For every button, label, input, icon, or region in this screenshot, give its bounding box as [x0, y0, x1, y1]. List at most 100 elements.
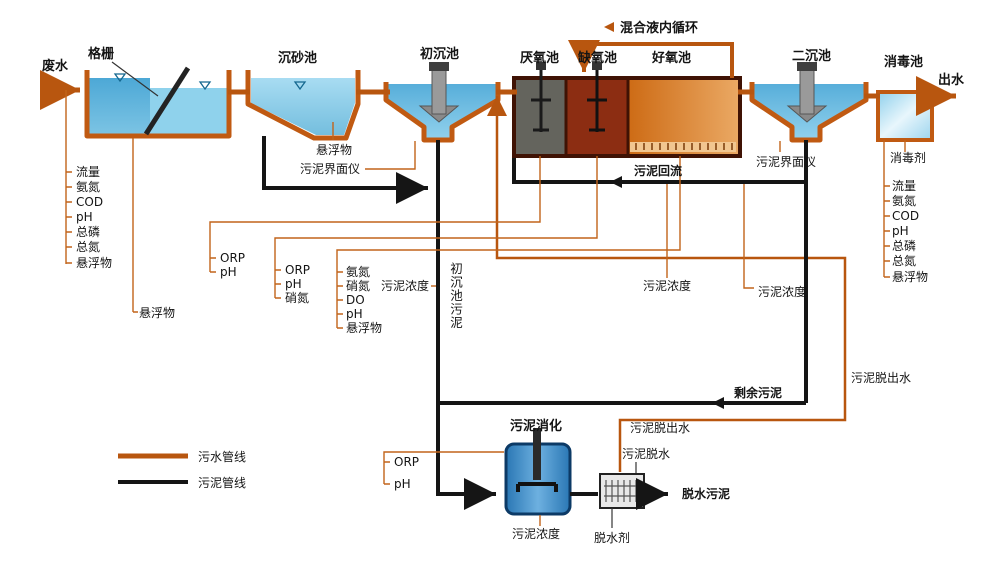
influent-label: 废水 [42, 58, 69, 74]
dewatering-unit [599, 473, 645, 509]
clarifier-shaft [799, 69, 815, 115]
grit-chamber [245, 70, 361, 141]
influent-sensor-flow: 流量 [76, 165, 100, 179]
water-level-mark [293, 81, 307, 91]
conc-return-label: 污泥浓度 [643, 278, 691, 293]
disinfection-label: 消毒池 [884, 54, 923, 70]
sludge-return-line [512, 158, 806, 184]
sludge-dewatering-label: 污泥脱水 [622, 446, 670, 461]
digester-label: 污泥消化 [510, 418, 562, 434]
legend: 污水管线 污泥管线 [118, 449, 246, 490]
aerobic-do: DO [346, 293, 365, 307]
sludge-return-arrow [610, 176, 622, 188]
influent-sensor-tp: 总磷 [76, 224, 100, 239]
instrument-lines [65, 90, 906, 526]
internal-recycle-pipe [568, 40, 734, 78]
anoxic-orp: ORP [285, 263, 310, 277]
aerobic-ss: 悬浮物 [346, 321, 382, 335]
clarifier-drive [797, 62, 817, 71]
excess-sludge-label: 剩余污泥 [734, 385, 782, 400]
filtrate-return-pipe [487, 96, 847, 472]
primary-sludge-line [436, 140, 496, 510]
primary-clarifier-label: 初沉池 [420, 46, 459, 62]
digester-tank [504, 428, 572, 516]
primary-interface-line [365, 141, 416, 170]
anoxic-label: 缺氧池 [577, 50, 617, 66]
influent-sensor-bracket [65, 90, 72, 264]
primary-interface-label: 污泥界面仪 [300, 162, 360, 176]
influent-sensor-tn: 总氮 [76, 239, 100, 254]
sludge-pipes [262, 136, 808, 510]
dewatering-agent-label: 脱水剂 [594, 530, 630, 545]
legend-sludge-label: 污泥管线 [198, 475, 246, 490]
aerobic-nh3: 氨氮 [346, 264, 370, 279]
effluent-sensor-bracket [883, 140, 890, 278]
screen-tank [84, 61, 232, 139]
water-level-mark [113, 73, 127, 83]
digester-impeller [516, 482, 558, 492]
conc-secondary-line [743, 184, 754, 289]
influent-sensor-nh3: 氨氮 [76, 179, 100, 194]
grit-chamber-label: 沉砂池 [278, 50, 317, 66]
screen-pointer-line [111, 61, 159, 97]
screen-tank-ss-label: 悬浮物 [139, 306, 175, 320]
legend-sewage-label: 污水管线 [198, 449, 246, 464]
digester-ph: pH [394, 477, 411, 491]
screen-label: 格栅 [88, 46, 114, 62]
clarifier-shaft [431, 69, 447, 115]
digester-shaft [533, 428, 541, 480]
aeration-diffusers [635, 143, 733, 150]
bar-screen [143, 66, 191, 136]
sewage-pipes [40, 40, 956, 472]
excess-sludge-arrow [712, 397, 724, 409]
secondary-clarifier [749, 62, 869, 143]
aerobic-label: 好氧池 [651, 50, 691, 66]
influent-sensor-cod: COD [76, 195, 103, 209]
anoxic-no3: 硝氮 [285, 290, 309, 305]
anaerobic-orp: ORP [220, 251, 245, 265]
thin-black-connectors [611, 462, 637, 528]
digester-orp: ORP [394, 455, 419, 469]
influent-sensor-ss: 悬浮物 [76, 256, 112, 270]
disinfectant-label: 消毒剂 [890, 150, 926, 165]
effluent-sensor-tn: 总氮 [892, 253, 916, 268]
internal-recycle-label: 混合液内循环 [620, 20, 698, 36]
recycle-label-arrow [604, 22, 614, 32]
effluent-label: 出水 [938, 72, 965, 88]
filtrate-mid-label: 污泥脱出水 [630, 420, 690, 435]
effluent-sensor-nh3: 氨氮 [892, 193, 916, 208]
anoxic-ph: pH [285, 277, 302, 291]
effluent-sensor-cod: COD [892, 209, 919, 223]
disinfection-tank [876, 90, 934, 142]
influent-sensor-ph: pH [76, 210, 93, 224]
anaerobic-label: 厌氧池 [520, 50, 559, 66]
clarifier-drive [429, 62, 449, 71]
filtrate-right-label: 污泥脱出水 [851, 370, 911, 385]
dewatered-sludge-label: 脱水污泥 [682, 486, 730, 501]
sludge-return-label: 污泥回流 [634, 163, 682, 178]
conc-primary-label: 污泥浓度 [381, 278, 429, 293]
secondary-interface-label: 污泥界面仪 [756, 155, 816, 169]
conc-digester-label: 污泥浓度 [512, 526, 560, 541]
conc-secondary-label: 污泥浓度 [758, 284, 806, 299]
digester-sensor-bracket [383, 451, 504, 485]
anaerobic-mixer [531, 68, 551, 132]
water-level-mark [198, 81, 212, 91]
primary-sludge-vertical-label: 初沉池污泥 [448, 262, 463, 330]
primary-clarifier [383, 62, 501, 143]
effluent-sensor-tp: 总磷 [892, 238, 916, 253]
anoxic-mixer [587, 68, 607, 132]
aerobic-ph: pH [346, 307, 363, 321]
bio-tanks [512, 62, 742, 158]
screen-tank-ss-line [132, 138, 138, 313]
grit-ss-label: 悬浮物 [316, 143, 352, 157]
effluent-sensor-ss: 悬浮物 [892, 270, 928, 284]
secondary-clarifier-label: 二沉池 [792, 48, 831, 64]
diffuser-strip [630, 142, 736, 152]
anoxic-sensor-bracket [274, 156, 598, 299]
aerobic-tank [628, 80, 738, 154]
effluent-sensor-flow: 流量 [892, 179, 916, 193]
effluent-sensor-ph: pH [892, 224, 909, 238]
aerobic-no3: 硝氮 [346, 278, 370, 293]
